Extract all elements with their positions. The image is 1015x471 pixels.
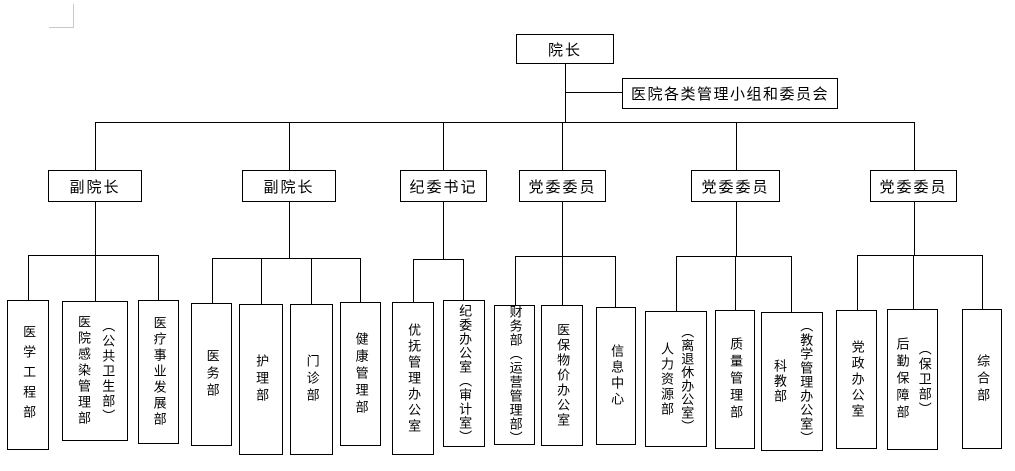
dept-medical-insurance-pricing-office: 医保物价办公室 xyxy=(541,305,583,446)
dept-sublabel: （公共卫生部） xyxy=(100,318,116,424)
dept-quality-management: 质量管理部 xyxy=(715,310,755,449)
connector-line xyxy=(212,258,361,259)
connector-line xyxy=(736,202,737,256)
dept-medical-affairs: 医务部 xyxy=(191,303,232,446)
dept-logistics-support: 后勤保障部 （保卫部） xyxy=(887,309,938,450)
dept-veterans-care-office: 优抚管理办公室 xyxy=(392,302,434,455)
connector-line xyxy=(28,255,159,256)
connector-line xyxy=(735,256,736,310)
dept-label: 后勤保障部 xyxy=(894,337,910,422)
dept-label: 党政办公室 xyxy=(849,339,865,420)
connector-line xyxy=(736,122,737,170)
node-vice-president-1: 副院长 xyxy=(48,170,142,202)
connector-line xyxy=(443,122,444,170)
connector-line xyxy=(463,259,464,300)
connector-line xyxy=(261,258,262,304)
node-label: 党委委员 xyxy=(879,179,948,196)
connector-line xyxy=(95,255,96,301)
dept-infection-control: 医院感染管理部 （公共卫生部） xyxy=(62,301,128,441)
node-label: 党委委员 xyxy=(701,179,770,196)
dept-label: 综合部 xyxy=(975,353,991,405)
dept-label: 科教部 xyxy=(772,359,787,404)
connector-line xyxy=(914,122,915,170)
node-label: 院长 xyxy=(547,42,582,59)
node-discipline-secretary: 纪委书记 xyxy=(400,170,487,202)
node-label: 副院长 xyxy=(69,179,121,196)
connector-line xyxy=(676,256,792,257)
crop-mark-vertical xyxy=(73,4,74,28)
connector-line xyxy=(311,258,312,304)
dept-label: 财务部（运营管理部） xyxy=(507,305,523,445)
connector-line xyxy=(982,255,983,309)
connector-line xyxy=(413,259,414,302)
dept-label: 医务部 xyxy=(204,349,220,400)
connector-line xyxy=(857,255,983,256)
dept-label: 质量管理部 xyxy=(728,337,744,422)
dept-nursing: 护理部 xyxy=(239,304,283,455)
connector-line xyxy=(515,256,516,305)
node-party-committee-member-1: 党委委员 xyxy=(519,170,606,202)
connector-line xyxy=(158,255,159,300)
node-vice-president-2: 副院长 xyxy=(242,170,336,202)
dept-information-center: 信息中心 xyxy=(596,307,636,445)
dept-sublabel: （保卫部） xyxy=(916,342,932,417)
connector-line xyxy=(565,64,566,122)
connector-line xyxy=(289,202,290,258)
connector-line xyxy=(95,122,915,123)
connector-line xyxy=(562,122,563,170)
connector-line xyxy=(914,202,915,255)
connector-line xyxy=(791,256,792,312)
dept-discipline-inspection-office: 纪委办公室（审计室） xyxy=(443,300,485,447)
connector-line xyxy=(289,122,290,170)
connector-line xyxy=(413,259,464,260)
node-label: 副院长 xyxy=(263,179,315,196)
connector-line xyxy=(95,122,96,170)
dept-label: 健康管理部 xyxy=(353,331,369,417)
dept-label: 信息中心 xyxy=(609,344,625,408)
node-president: 院长 xyxy=(516,34,614,64)
dept-label: 优抚管理办公室 xyxy=(406,322,422,435)
dept-science-education: 科教部 （教学管理办公室） xyxy=(761,312,823,451)
dept-label: 纪委办公室（审计室） xyxy=(457,303,473,444)
dept-finance: 财务部（运营管理部） xyxy=(494,305,535,445)
connector-line xyxy=(676,256,677,311)
node-party-committee-member-2: 党委委员 xyxy=(691,170,780,202)
connector-line xyxy=(562,202,563,256)
dept-human-resources: 人力资源部 （离退休办公室） xyxy=(645,311,707,447)
dept-medical-development: 医疗事业发展部 xyxy=(138,300,179,444)
dept-label: 医学工程部 xyxy=(21,325,37,425)
connector-line xyxy=(443,202,444,259)
node-label: 医院各类管理小组和委员会 xyxy=(630,87,829,103)
dept-label: 医疗事业发展部 xyxy=(151,316,167,428)
dept-sublabel: （离退休办公室） xyxy=(679,325,695,433)
dept-general-affairs: 综合部 xyxy=(962,309,1002,449)
dept-label: 护理部 xyxy=(254,354,270,405)
node-label: 党委委员 xyxy=(528,179,597,196)
dept-label: 人力资源部 xyxy=(659,341,674,417)
crop-mark-horizontal xyxy=(49,27,74,28)
connector-line xyxy=(565,92,622,93)
dept-party-admin-office: 党政办公室 xyxy=(836,310,877,449)
dept-outpatient: 门诊部 xyxy=(290,304,333,455)
dept-sublabel: （教学管理办公室） xyxy=(798,318,814,445)
node-party-committee-member-3: 党委委员 xyxy=(870,170,957,202)
connector-line xyxy=(95,202,96,255)
connector-line xyxy=(857,255,858,310)
connector-line xyxy=(913,255,914,309)
node-management-committees: 医院各类管理小组和委员会 xyxy=(622,78,838,109)
connector-line xyxy=(515,256,616,257)
dept-label: 门诊部 xyxy=(304,354,320,405)
connector-line xyxy=(562,256,563,305)
node-label: 纪委书记 xyxy=(409,179,478,196)
connector-line xyxy=(212,258,213,303)
connector-line xyxy=(28,255,29,300)
dept-label: 医保物价办公室 xyxy=(555,323,571,428)
dept-health-management: 健康管理部 xyxy=(340,302,381,446)
connector-line xyxy=(360,258,361,302)
dept-medical-engineering: 医学工程部 xyxy=(7,300,49,450)
connector-line xyxy=(615,256,616,307)
dept-label: 医院感染管理部 xyxy=(76,315,91,427)
